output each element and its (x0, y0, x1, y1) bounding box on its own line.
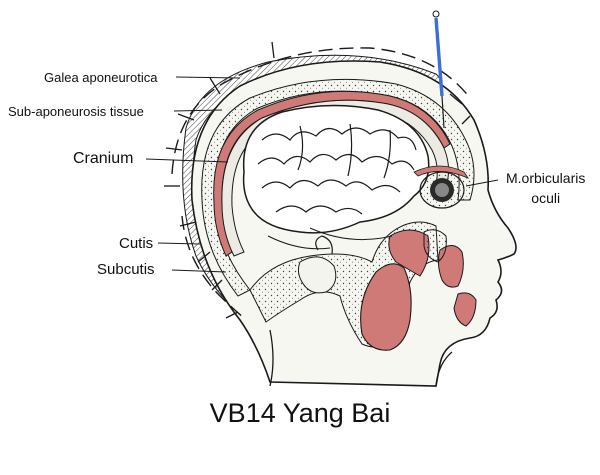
label-galea-aponeurotica: Galea aponeurotica (44, 70, 158, 85)
ear (315, 235, 333, 255)
leader-lines (145, 76, 499, 273)
acupuncture-needle (432, 10, 445, 129)
masseter-muscle (360, 263, 412, 351)
label-cranium: Cranium (73, 150, 134, 167)
label-sub-aponeurosis-tissue: Sub-aponeurosis tissue (8, 104, 144, 119)
label-orbicularis-oculi: M.orbicularis oculi (506, 168, 585, 209)
cheek-muscle (437, 245, 464, 288)
temporalis-muscle (388, 229, 430, 277)
tick-marks (164, 41, 471, 319)
ear-bone (297, 256, 337, 294)
label-subcutis: Subcutis (97, 261, 155, 278)
neck (269, 329, 453, 387)
lip-muscle (453, 292, 477, 327)
figure-caption: VB14 Yang Bai (209, 398, 391, 428)
label-orbicularis-line2: oculi (531, 190, 561, 207)
cranium-bone (221, 99, 450, 257)
label-cutis: Cutis (119, 235, 154, 252)
label-orbicularis-line1: M.orbicularis (506, 170, 586, 186)
eye-orbit (413, 165, 470, 209)
dashed-contour (171, 47, 471, 175)
sinus-cavity (423, 229, 447, 263)
brain-gyri (257, 123, 417, 215)
